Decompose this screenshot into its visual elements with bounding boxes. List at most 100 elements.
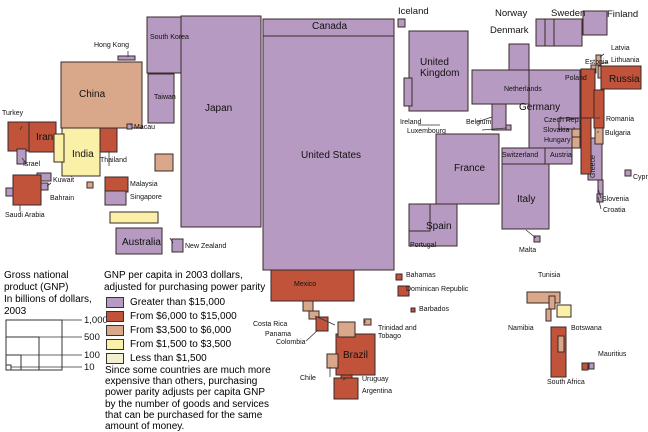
- country-denmark-block: [508, 43, 530, 71]
- country-dominican-republic-block: [397, 285, 410, 297]
- country-taiwan-block: [147, 73, 175, 124]
- country-saudi-arabia-block: [12, 174, 42, 206]
- country-label: Poland: [565, 75, 587, 82]
- country-label: Dominican Republic: [406, 286, 469, 293]
- country-panama-block: [308, 310, 320, 320]
- leader-line: [597, 188, 602, 199]
- country-label: Thailand: [100, 157, 127, 164]
- country-finland-block: [582, 10, 608, 36]
- country-label: Russia: [609, 74, 640, 85]
- legend-swatch: [106, 338, 124, 350]
- note-line: expensive than others, purchasing: [105, 376, 258, 388]
- leader-line: [481, 127, 507, 131]
- country-thailand-block: [99, 127, 118, 153]
- country-macau-block: [126, 123, 133, 130]
- note-line: amount of money.: [105, 421, 185, 432]
- country-new-zealand-block: [171, 238, 184, 253]
- income-legend-item: From $1,500 to $3,500: [106, 338, 231, 351]
- legend-swatch: [106, 310, 124, 322]
- country-label: Latvia: [611, 45, 630, 52]
- country-label: Colombia: [276, 339, 306, 346]
- gnp-scale-label: 1,000: [84, 315, 108, 326]
- country-label: Luxembourg: [407, 128, 446, 135]
- country-label: Turkey: [2, 110, 24, 117]
- country-label: Singapore: [130, 194, 162, 201]
- country-label: France: [454, 163, 486, 174]
- country-label: Lithuania: [611, 57, 640, 64]
- country-trinidad-and-tobago-block: [363, 318, 372, 326]
- leader-line: [525, 229, 537, 239]
- leader-line: [19, 125, 23, 131]
- country-iran-block: [28, 121, 57, 153]
- country-label: Estonia: [585, 59, 609, 66]
- country-hungary-block: [571, 136, 581, 149]
- country-label: Bulgaria: [605, 130, 631, 137]
- gnp-legend-title: Gross national product (GNP) In billions…: [4, 270, 104, 318]
- country-italy-block: [501, 163, 550, 230]
- country-saudi-arabia-block: [5, 187, 14, 197]
- country-bahrain-block: [40, 182, 49, 191]
- country-france-block: [435, 133, 500, 205]
- country-tunisia-block: [526, 291, 561, 304]
- country-austria-block: [544, 147, 573, 165]
- country-united-kingdom-block: [408, 30, 469, 112]
- country-hong-kong-block: [117, 55, 136, 61]
- country-united-states-block: [262, 35, 395, 271]
- country-label: Germany: [519, 102, 561, 113]
- leader-line: [599, 61, 609, 65]
- country-label: Hungary: [544, 137, 571, 144]
- country-turkey-block: [7, 121, 30, 152]
- country-china-block: [60, 61, 143, 129]
- leader-line: [597, 196, 602, 210]
- country-bulgaria-block: [594, 127, 604, 145]
- leader-line: [169, 237, 174, 244]
- income-legend-item: Greater than $15,000: [106, 296, 225, 309]
- country-label: India: [72, 149, 94, 160]
- gnp-title-line: product (GNP): [4, 282, 69, 293]
- leader-line: [342, 377, 347, 381]
- country-czech-rep--block: [558, 117, 581, 130]
- income-legend-item: From $3,500 to $6,000: [106, 324, 231, 337]
- leader-line: [599, 53, 605, 58]
- country-iceland-block: [397, 18, 406, 28]
- country-label: Spain: [426, 221, 452, 232]
- country-label: Trinidad and Tobago: [378, 325, 417, 340]
- gnp-scale-label: 100: [84, 350, 100, 361]
- country-sweden-block: [553, 18, 583, 47]
- country-chile-block: [326, 353, 339, 369]
- country-slovakia-block: [571, 128, 581, 138]
- country-label: Romania: [606, 116, 635, 123]
- legend-item-label: From $3,500 to $6,000: [130, 325, 232, 336]
- country-romania-block: [593, 89, 605, 129]
- country-tunisia-block: [548, 295, 556, 310]
- country-poland-block: [580, 117, 592, 175]
- country-label: Mexico: [294, 281, 317, 288]
- country-south-africa-block: [557, 335, 565, 353]
- income-legend-item: Less than $1,500: [106, 352, 207, 365]
- leader-line: [21, 157, 27, 164]
- country-ireland-block: [403, 77, 413, 107]
- country-label: New Zealand: [185, 243, 227, 250]
- note-line: by the number of goods and services: [105, 398, 269, 410]
- country-label: Malaysia: [130, 181, 158, 188]
- country-label: Kuwait: [53, 177, 75, 184]
- country-label: Cyprus: [633, 174, 648, 181]
- legend-swatch: [106, 296, 124, 308]
- gnp-title-line: 2003: [4, 306, 27, 317]
- country-namibia-block: [545, 308, 552, 322]
- country-label: Bahamas: [406, 272, 436, 279]
- country-label: Brazil: [343, 350, 369, 361]
- country-costa-rica-block: [302, 300, 314, 312]
- country-label: Portugal: [410, 242, 437, 249]
- country-malaysia-block: [104, 176, 129, 193]
- country-label: Switzerland: [502, 152, 539, 159]
- country-label: Uruguay: [362, 376, 389, 383]
- income-title-line: adjusted for purchasing power parity: [104, 282, 266, 293]
- country-japan-block: [180, 15, 262, 228]
- country-label: Namibia: [508, 325, 534, 332]
- country-barbados-block: [410, 307, 416, 313]
- country-label: Croatia: [603, 207, 626, 214]
- country-label: Taiwan: [154, 94, 176, 101]
- country-india-block: [61, 127, 101, 177]
- country-bahamas-block: [395, 273, 403, 281]
